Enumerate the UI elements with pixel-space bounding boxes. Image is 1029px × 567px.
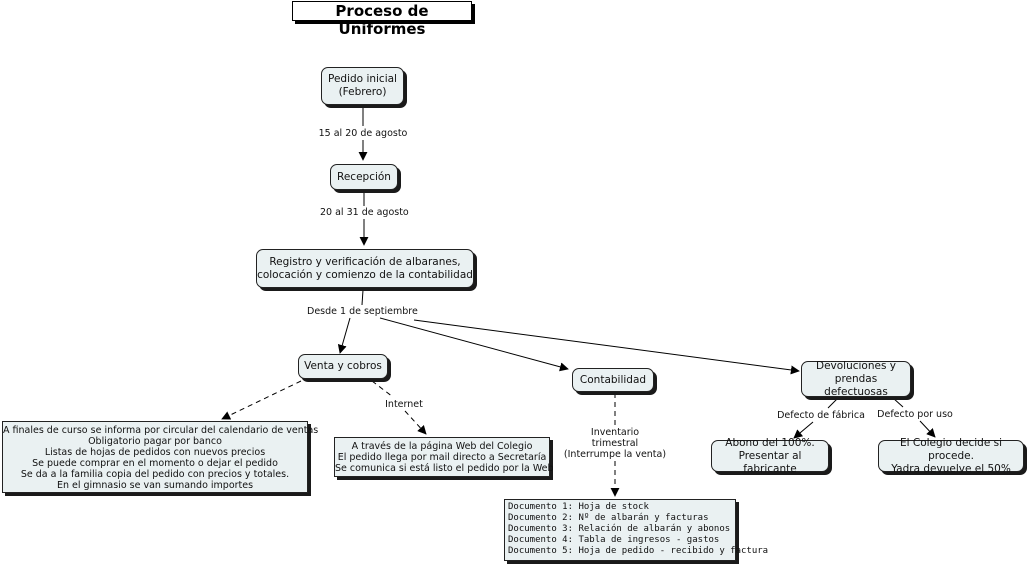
box-doc-line-4: Documento 4: Tabla de ingresos - gastos <box>508 535 720 545</box>
box-final-curso[interactable]: A finales de curso se informa por circul… <box>2 421 319 493</box>
node-pedido-inicial[interactable]: Pedido inicial(Febrero) <box>321 67 404 105</box>
node-abono-line-1: Abono del 100%. <box>725 436 815 449</box>
edge-uso-to-colegio <box>919 420 936 438</box>
label-defecto-fabrica: Defecto de fábrica <box>777 410 865 421</box>
node-venta-cobros[interactable]: Venta y cobros <box>298 354 388 379</box>
label-inventario: Inventario trimestral (Interrumpe la ven… <box>560 427 670 460</box>
node-contabilidad-label: Contabilidad <box>579 373 647 386</box>
edge-venta-to-internet <box>371 380 394 398</box>
box-web-line-3: Se comunica si está listo el pedido por … <box>335 463 554 474</box>
map-title: Proceso de Uniformes <box>292 1 472 38</box>
node-registro[interactable]: Registro y verificación de albaranes,col… <box>256 249 474 288</box>
box-web[interactable]: A través de la página Web del Colegio El… <box>334 437 554 477</box>
box-final-line-2: Obligatorio pagar por banco <box>88 436 222 447</box>
box-doc-line-2: Documento 2: Nº de albarán y facturas <box>508 513 709 523</box>
node-colegio-line-2: Yadra devuelve el 50% <box>891 462 1011 475</box>
label-inventario-line-2: trimestral <box>591 438 639 449</box>
node-colegio-decide[interactable]: El Colegio decide si procede.Yadra devue… <box>878 436 1024 475</box>
label-20-31-agosto: 20 al 31 de agosto <box>320 207 409 218</box>
node-colegio-line-1: El Colegio decide si procede. <box>899 436 1003 462</box>
box-final-line-1: A finales de curso se informa por circul… <box>3 425 319 436</box>
box-final-line-6: En el gimnasio se van sumando importes <box>56 480 254 491</box>
node-pedido-line-1: Pedido inicial <box>328 73 397 85</box>
edge-devoluciones-to-fabrica <box>827 397 839 409</box>
edge-venta-to-final <box>221 380 302 420</box>
box-doc-line-3: Documento 3: Relación de albarán y abono… <box>508 524 731 534</box>
node-registro-line-2: colocación y comienzo de la contabilidad <box>257 268 473 281</box>
edge-label-to-venta <box>337 317 351 354</box>
edge-internet-to-web <box>404 410 427 435</box>
label-inventario-line-1: Inventario <box>590 427 640 438</box>
box-doc-line-1: Documento 1: Hoja de stock <box>508 502 649 512</box>
edge-devoluciones-to-uso <box>892 397 904 408</box>
node-contabilidad[interactable]: Contabilidad <box>572 368 654 392</box>
node-venta-label: Venta y cobros <box>304 360 382 372</box>
box-final-line-3: Listas de hojas de pedidos con nuevos pr… <box>44 447 266 458</box>
edge-fabrica-to-abono <box>793 421 814 439</box>
node-devoluciones-line-2: prendas defectuosas <box>824 372 888 398</box>
box-web-line-1: A través de la página Web del Colegio <box>351 441 533 452</box>
label-defecto-uso: Defecto por uso <box>876 409 954 420</box>
node-registro-line-1: Registro y verificación de albaranes, <box>269 255 461 268</box>
label-internet: Internet <box>384 399 424 410</box>
edge-label-to-devoluciones <box>413 319 800 375</box>
node-recepcion-label: Recepción <box>337 170 391 183</box>
node-pedido-line-2: (Febrero) <box>338 86 387 98</box>
box-web-line-2: El pedido llega por mail directo a Secre… <box>337 452 547 463</box>
box-documentos[interactable]: Documento 1: Hoja de stock Documento 2: … <box>504 499 769 561</box>
node-devoluciones-line-1: Devoluciones y <box>815 359 896 372</box>
edge-label-to-contabilidad <box>379 317 569 372</box>
node-abono-line-2: Presentar al fabricante <box>738 449 802 475</box>
box-final-line-5: Se da a la familia copia del pedido con … <box>20 469 290 480</box>
node-recepcion[interactable]: Recepción <box>330 164 398 190</box>
label-15-20-agosto: 15 al 20 de agosto <box>318 128 408 139</box>
box-doc-line-5: Documento 5: Hoja de pedido - recibido y… <box>508 546 769 556</box>
node-abono[interactable]: Abono del 100%.Presentar al fabricante <box>711 436 829 475</box>
box-final-line-4: Se puede comprar en el momento o dejar e… <box>32 458 278 469</box>
edge-registro-to-label <box>361 289 364 306</box>
label-inventario-line-3: (Interrumpe la venta) <box>563 449 667 460</box>
label-desde-septiembre: Desde 1 de septiembre <box>307 306 418 317</box>
